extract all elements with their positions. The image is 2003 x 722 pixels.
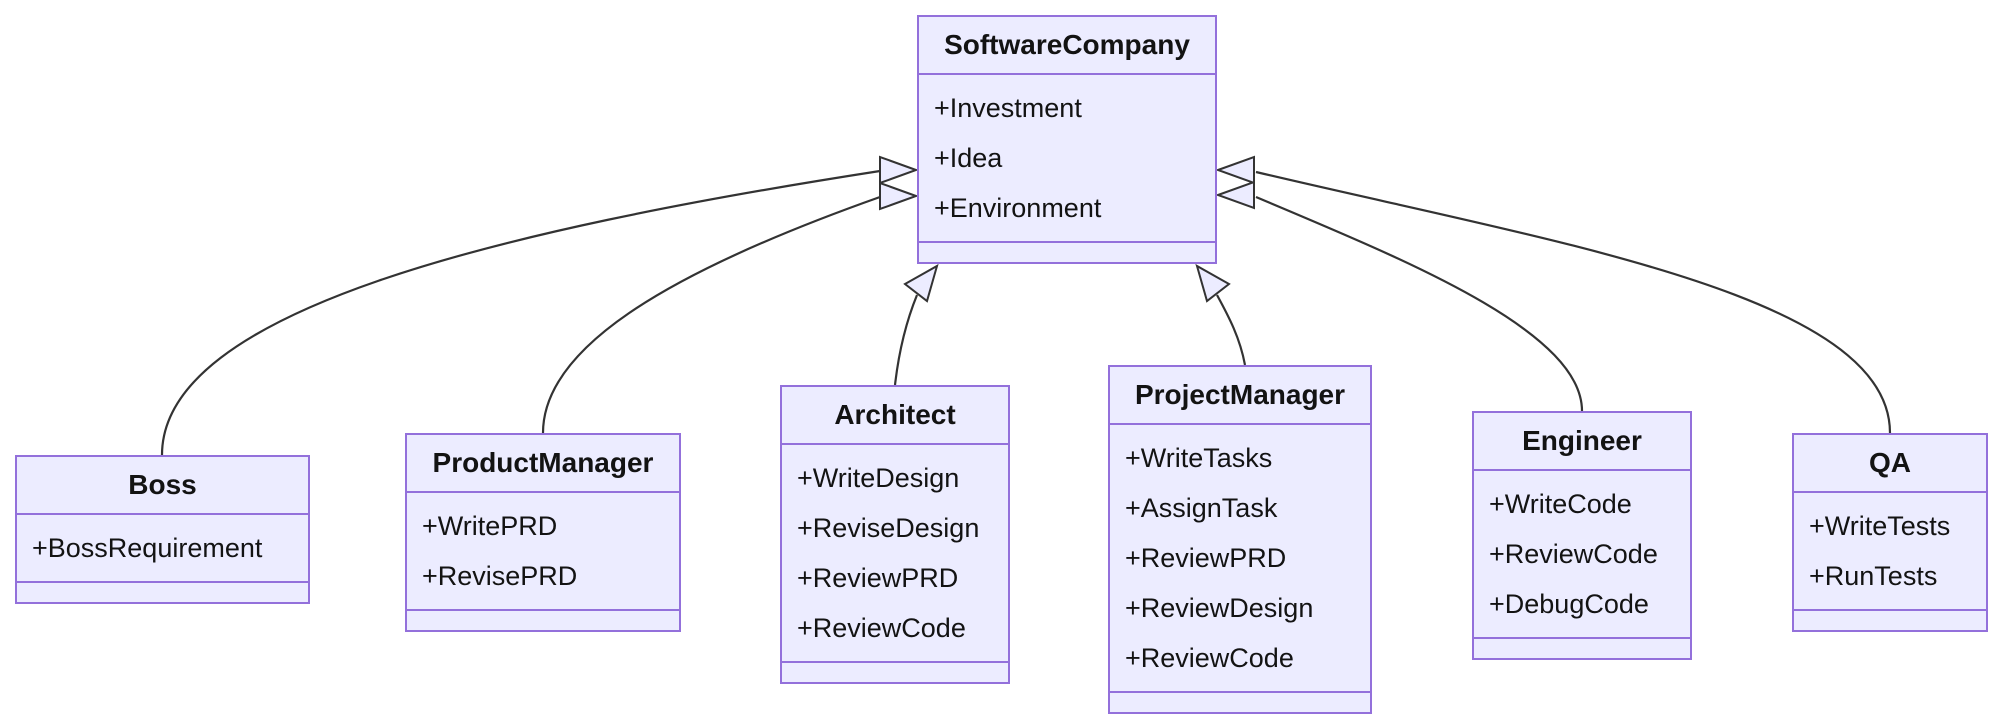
class-attributes-section: +Investment +Idea +Environment: [919, 75, 1215, 243]
edge-engineer-inherits-softwarecompany: [1215, 180, 1584, 412]
class-attributes-section: +WriteDesign +ReviseDesign +ReviewPRD +Revi…: [782, 445, 1008, 663]
edge-projectmanager-inherits-softwarecompany: [1195, 263, 1247, 366]
edge-line: [1255, 170, 1892, 434]
class-attribute: +RevisePRD: [422, 561, 578, 591]
class-box-projectmanager: ProjectManager +WriteTasks +AssignTask +Re…: [1108, 365, 1372, 714]
class-box-softwarecompany: SoftwareCompany +Investment +Idea +Environ…: [917, 15, 1217, 264]
class-attribute: +ReviewPRD: [797, 563, 959, 593]
inheritance-arrowhead: [903, 263, 939, 303]
class-attribute: +WriteTests: [1809, 511, 1951, 541]
inheritance-arrowhead: [1195, 263, 1231, 303]
class-attribute: +ReviewCode: [1489, 539, 1658, 569]
edge-architect-inherits-softwarecompany: [893, 263, 939, 386]
class-title: SoftwareCompany: [919, 17, 1215, 75]
class-title: ProjectManager: [1110, 367, 1370, 425]
class-methods-section: [1474, 639, 1690, 658]
class-attributes-section: +WriteTasks +AssignTask +ReviewPRD +ReviewD…: [1110, 425, 1370, 693]
class-attribute: +ReviewCode: [1125, 643, 1294, 673]
inheritance-arrowhead: [879, 155, 919, 185]
class-title: Boss: [17, 457, 308, 515]
class-title: QA: [1794, 435, 1986, 493]
class-title: ProductManager: [407, 435, 679, 493]
edge-line: [160, 169, 881, 456]
class-title: Engineer: [1474, 413, 1690, 471]
class-methods-section: [919, 243, 1215, 262]
class-attribute: +AssignTask: [1125, 493, 1278, 523]
class-attributes-section: +WritePRD +RevisePRD: [407, 493, 679, 611]
edge-line: [1216, 294, 1247, 366]
edge-line: [1255, 195, 1584, 412]
class-attribute: +WriteCode: [1489, 489, 1632, 519]
edge-line: [541, 195, 881, 434]
class-attribute: +Idea: [934, 143, 1003, 173]
class-attribute: +WritePRD: [422, 511, 558, 541]
class-methods-section: [1110, 693, 1370, 712]
class-attribute: +ReviewCode: [797, 613, 966, 643]
class-box-engineer: Engineer +WriteCode +ReviewCode +DebugCode: [1472, 411, 1692, 660]
class-box-productmanager: ProductManager +WritePRD +RevisePRD: [405, 433, 681, 632]
class-box-boss: Boss +BossRequirement: [15, 455, 310, 604]
class-attribute: +ReviewPRD: [1125, 543, 1287, 573]
class-attribute: +ReviseDesign: [797, 513, 980, 543]
inheritance-arrowhead: [879, 181, 919, 211]
class-attribute: +ReviewDesign: [1125, 593, 1314, 623]
class-attribute: +WriteTasks: [1125, 443, 1273, 473]
class-methods-section: [17, 583, 308, 602]
class-methods-section: [1794, 611, 1986, 630]
class-attribute: +Environment: [934, 193, 1102, 223]
inheritance-arrowhead: [1215, 155, 1255, 185]
edge-boss-inherits-softwarecompany: [160, 155, 919, 456]
class-title: Architect: [782, 387, 1008, 445]
class-attributes-section: +BossRequirement: [17, 515, 308, 583]
class-attributes-section: +WriteTests +RunTests: [1794, 493, 1986, 611]
class-box-qa: QA +WriteTests +RunTests: [1792, 433, 1988, 632]
class-attribute: +RunTests: [1809, 561, 1938, 591]
edge-productmanager-inherits-softwarecompany: [541, 181, 919, 434]
edge-qa-inherits-softwarecompany: [1215, 155, 1892, 434]
inheritance-arrowhead: [1215, 180, 1255, 210]
class-attribute: +Investment: [934, 93, 1082, 123]
class-methods-section: [407, 611, 679, 630]
class-box-architect: Architect +WriteDesign +ReviseDesign +Revi…: [780, 385, 1010, 684]
class-attribute: +WriteDesign: [797, 463, 960, 493]
class-attribute: +DebugCode: [1489, 589, 1649, 619]
edge-line: [893, 294, 919, 386]
class-attributes-section: +WriteCode +ReviewCode +DebugCode: [1474, 471, 1690, 639]
class-methods-section: [782, 663, 1008, 682]
class-attribute: +BossRequirement: [32, 533, 263, 563]
